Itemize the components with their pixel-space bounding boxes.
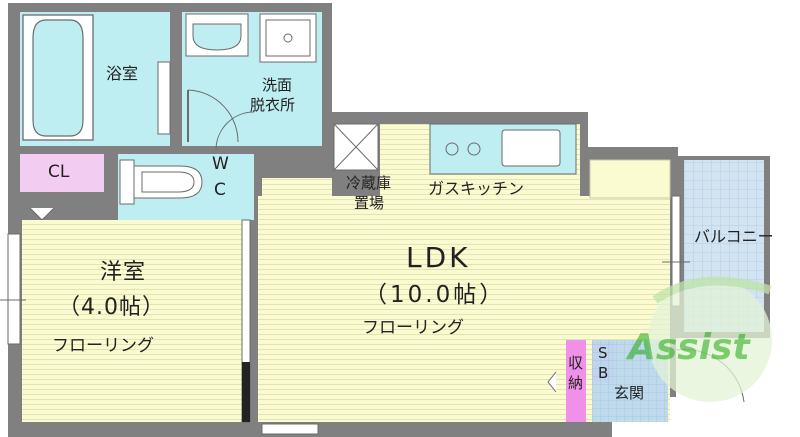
entrance-label: 玄関 <box>614 384 645 402</box>
closet-label: CL <box>48 162 70 182</box>
toilet-tank <box>119 159 135 205</box>
ldk-label: LDK <box>406 241 471 274</box>
gas-burner-left <box>445 142 459 156</box>
vanity-sink <box>192 23 242 51</box>
bath-step <box>157 61 171 135</box>
balcony-label: バルコニー <box>694 227 774 246</box>
south-window <box>261 423 319 435</box>
kitchen-label: ガスキッチン <box>428 179 525 198</box>
wc-label-c: C <box>214 180 226 200</box>
fridge-label-line1: 冷蔵庫 <box>346 174 392 192</box>
gas-burner-right <box>467 142 481 156</box>
ldk-floor-label: フローリング <box>362 318 464 338</box>
fridge-label-line2: 置場 <box>354 194 385 212</box>
storage-label-line2: 納 <box>568 374 584 392</box>
storage-label-line1: 収 <box>568 354 584 372</box>
closet-floor <box>20 154 104 192</box>
counter-strip <box>589 159 671 199</box>
toilet-bowl <box>133 165 203 199</box>
toilet-seat <box>141 171 195 193</box>
shoebox-label-line2: B <box>598 364 609 382</box>
western-room-label: 洋室 <box>100 260 147 285</box>
ldk-size: （10.0帖） <box>364 282 506 308</box>
assist-logo <box>648 276 772 402</box>
western-room-floor <box>22 220 242 422</box>
washer-pan <box>259 13 317 63</box>
assist-watermark-text: Assist <box>628 327 750 368</box>
fridge-cross-b <box>333 123 379 171</box>
washroom-door-swing <box>187 89 239 143</box>
wc-door-swing <box>215 111 255 151</box>
wc-label-w: W <box>212 154 229 174</box>
western-room-size: （4.0帖） <box>58 295 165 320</box>
west-window <box>7 233 21 345</box>
bath-label: 浴室 <box>106 64 139 83</box>
kitchen-sink <box>501 129 561 167</box>
washroom-label-line2: 脱衣所 <box>250 96 296 114</box>
shoebox-label-line1: S <box>598 344 608 362</box>
storage-floor <box>566 340 586 422</box>
bathtub-inner <box>32 19 84 137</box>
storage-door <box>547 371 557 393</box>
western-room-floor-label: フローリング <box>52 336 154 356</box>
sliding-door-panel <box>242 362 250 422</box>
washer-pan-inner <box>265 19 311 57</box>
washer-drain <box>283 33 293 43</box>
washroom-label-line1: 洗面 <box>262 76 293 94</box>
